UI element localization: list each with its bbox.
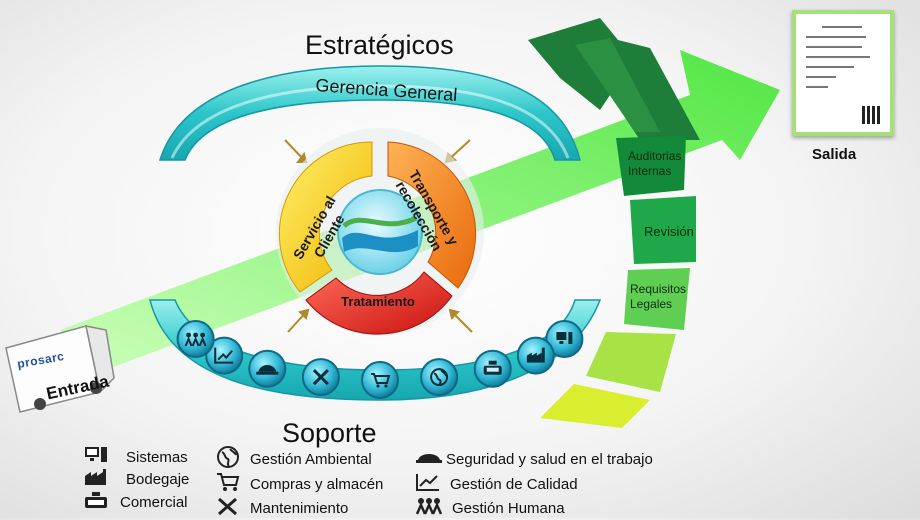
- legend-label: Sistemas: [126, 448, 188, 466]
- output-label: Salida: [812, 146, 857, 163]
- legend-label: Bodegaje: [126, 470, 190, 488]
- legend-label: Gestión Ambiental: [250, 450, 372, 468]
- truck-image: [5, 325, 115, 413]
- people-icon: [176, 320, 215, 358]
- factory-icon: [516, 336, 555, 375]
- support-title: Soporte: [282, 418, 377, 448]
- helmet-icon: [248, 349, 287, 388]
- chart-icon: [416, 473, 440, 495]
- computer-icon: [84, 446, 108, 468]
- legend-label: Compras y almacén: [250, 475, 384, 493]
- legend-label: Gestión de Calidad: [450, 475, 578, 493]
- legend-item-mantenimiento: Mantenimiento: [216, 496, 348, 520]
- certificate-document-image: [792, 10, 894, 136]
- tools-icon: [216, 496, 240, 520]
- legend-item-ambiental: Gestión Ambiental: [216, 446, 372, 472]
- cycle-label-tratamiento: Tratamiento: [341, 294, 415, 309]
- strategic-title: Estratégicos: [305, 30, 454, 60]
- globe-icon: [420, 358, 459, 397]
- control-column: [540, 136, 696, 428]
- strategic-arch: [158, 65, 581, 161]
- factory-icon: [84, 468, 108, 490]
- control-step-auditorias: Auditorias Internas: [628, 149, 682, 178]
- chart-icon: [205, 336, 244, 375]
- helmet-icon: [416, 450, 442, 468]
- legend-item-comercial: Comercial: [84, 491, 188, 513]
- legend-item-compras: Compras y almacén: [216, 472, 383, 496]
- legend-label: Gestión Humana: [452, 499, 565, 517]
- legend-item-calidad: Gestión de Calidad: [416, 473, 578, 495]
- cart-icon: [361, 361, 399, 399]
- legend-label: Seguridad y salud en el trabajo: [446, 450, 653, 468]
- cycle-segment-servicio: [278, 141, 373, 293]
- control-step-requisitos: Requisitos Legales: [630, 282, 687, 311]
- legend-item-bodegaje: Bodegaje: [84, 468, 189, 490]
- support-icon-row: [176, 320, 584, 399]
- cart-icon: [216, 472, 240, 496]
- cycle-segment-transporte: [387, 141, 477, 289]
- logo-globe: [337, 189, 423, 275]
- legend-item-humana: Gestión Humana: [415, 496, 565, 520]
- control-step-revision: Revisión: [644, 224, 694, 239]
- tools-icon: [301, 358, 340, 397]
- legend-item-sistemas: Sistemas: [84, 446, 188, 468]
- cycle-segment-tratamiento: [305, 271, 453, 335]
- core-cycle: [276, 128, 484, 336]
- cash-register-icon: [84, 491, 108, 513]
- legend-label: Mantenimiento: [250, 499, 349, 517]
- globe-icon: [216, 446, 240, 472]
- cash-register-icon: [473, 349, 512, 388]
- people-icon: [415, 496, 443, 520]
- computer-icon: [545, 320, 584, 358]
- legend-label: Comercial: [120, 493, 188, 511]
- legend-item-seguridad: Seguridad y salud en el trabajo: [416, 450, 653, 468]
